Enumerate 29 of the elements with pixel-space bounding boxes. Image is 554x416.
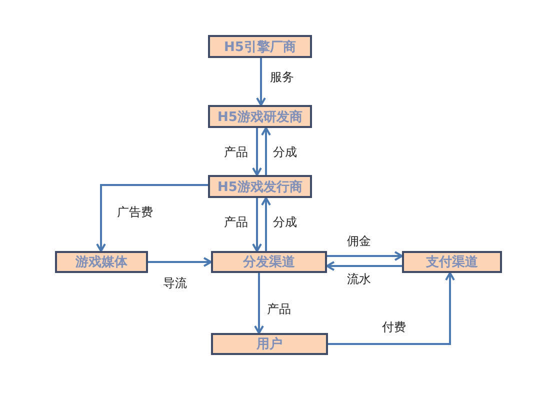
arrow: [252, 198, 262, 252]
edge-label: 付费: [382, 319, 406, 336]
arrow: [261, 127, 271, 175]
arrow: [261, 197, 271, 251]
edge-label: 导流: [163, 275, 187, 292]
edge-label: 产品: [224, 144, 248, 161]
process-box: H5游戏发行商: [208, 175, 312, 198]
edge-label: 分成: [273, 214, 297, 231]
arrow: [252, 128, 262, 176]
arrow: [328, 272, 455, 345]
edge-label: 服务: [270, 69, 294, 86]
arrow: [148, 257, 212, 267]
arrow: [326, 261, 402, 271]
arrow: [96, 184, 208, 252]
edge-label: 产品: [224, 214, 248, 231]
process-box: 游戏媒体: [55, 251, 148, 273]
edge-label: 分成: [273, 144, 297, 161]
edge-label: 佣金: [347, 233, 371, 250]
edge-label: 产品: [267, 301, 291, 318]
process-box: 分发渠道: [211, 251, 327, 273]
process-box: 用户: [211, 333, 328, 355]
edge-label: 流水: [347, 271, 371, 288]
arrow: [254, 273, 264, 334]
process-box: H5游戏研发商: [208, 105, 312, 128]
arrow: [256, 58, 266, 106]
process-box: 支付渠道: [402, 251, 502, 273]
process-box: H5引擎厂商: [208, 35, 312, 58]
arrow: [327, 251, 403, 261]
edge-label: 广告费: [117, 204, 153, 221]
